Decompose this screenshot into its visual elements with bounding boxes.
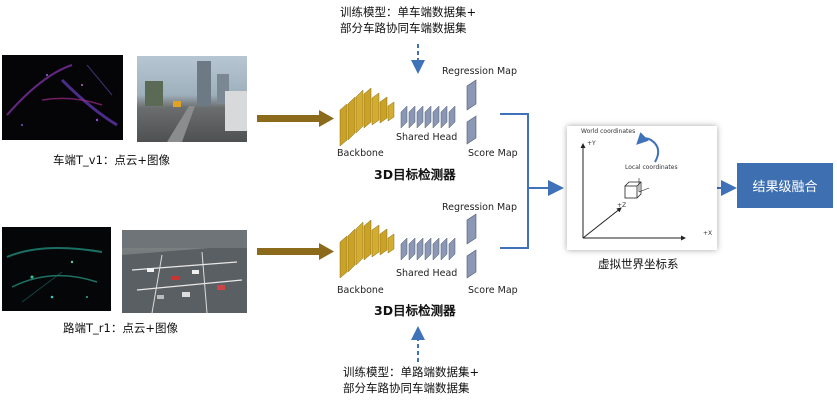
bottom-shared-head-label: Shared Head xyxy=(396,268,458,279)
top-regression-block xyxy=(466,79,477,111)
world-caption: 虚拟世界坐标系 xyxy=(598,257,679,271)
top-training-line1: 训练模型：单车端数据集+ xyxy=(340,5,477,19)
top-point-cloud-image xyxy=(2,55,123,140)
bottom-output-connector xyxy=(500,188,529,249)
axis-plus-x-label: +X xyxy=(703,230,713,237)
top-shared-head-label: Shared Head xyxy=(396,132,458,143)
bottom-regression-label: Regression Map xyxy=(442,202,518,213)
bottom-training-line1: 训练模型：单路端数据集+ xyxy=(343,365,480,379)
bottom-detector-title: 3D目标检测器 xyxy=(374,303,456,318)
bottom-training-line2: 部分车路协同车端数据集 xyxy=(343,381,470,395)
bottom-score-label: Score Map xyxy=(468,285,518,296)
bottom-input-arrow xyxy=(257,243,334,260)
top-score-label: Score Map xyxy=(468,148,518,159)
top-input-caption: 车端T_v1：点云+图像 xyxy=(53,153,171,167)
bottom-point-cloud-image xyxy=(2,227,111,311)
world-coordinates-label: World coordinates xyxy=(581,128,636,135)
bottom-regression-block xyxy=(466,213,477,245)
top-backbone-blocks xyxy=(339,87,395,147)
top-training-line2: 部分车路协同车端数据集 xyxy=(340,21,467,35)
bottom-camera-image xyxy=(122,230,247,313)
result-fusion-box: 结果级融合 xyxy=(737,163,833,208)
top-point-cloud-graphic xyxy=(6,64,118,127)
top-input-arrow xyxy=(257,110,334,127)
top-score-block xyxy=(466,115,477,145)
top-street-graphic xyxy=(145,61,247,142)
top-shared-head-blocks xyxy=(400,105,456,129)
axis-plus-z-label: +Z xyxy=(617,202,627,209)
bottom-input-caption: 路端T_r1：点云+图像 xyxy=(63,321,178,335)
top-output-connector xyxy=(500,113,529,188)
world-coordinate-panel: World coordinates Local coordinates +Y +… xyxy=(567,126,717,250)
bottom-point-cloud-graphic xyxy=(6,247,103,303)
local-coordinates-label: Local coordinates xyxy=(625,164,678,171)
axis-plus-y-label: +Y xyxy=(587,140,596,147)
top-camera-image xyxy=(137,56,247,142)
bottom-score-block xyxy=(466,249,477,279)
world-axes-graphic xyxy=(580,132,686,241)
top-detector-title: 3D目标检测器 xyxy=(374,167,456,182)
bottom-shared-head-blocks xyxy=(400,237,456,261)
top-backbone-label: Backbone xyxy=(337,148,384,159)
bottom-backbone-label: Backbone xyxy=(337,285,384,296)
bottom-intersection-graphic xyxy=(122,230,247,313)
bottom-backbone-blocks xyxy=(339,219,395,279)
top-regression-label: Regression Map xyxy=(442,66,518,77)
